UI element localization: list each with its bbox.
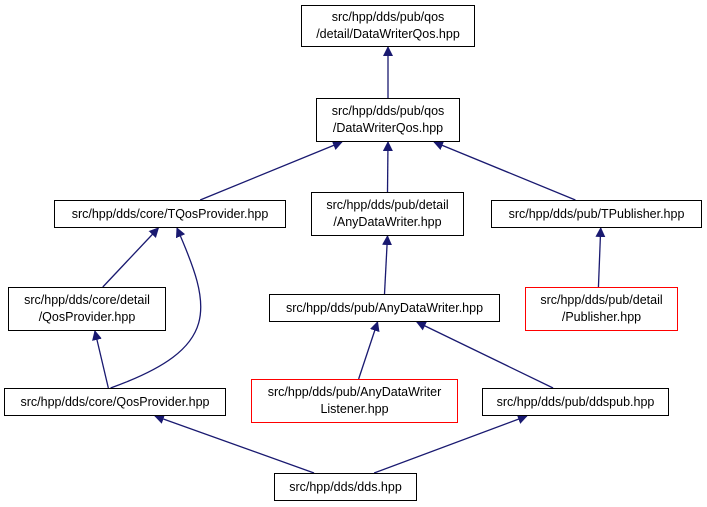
node-label-line: src/hpp/dds/core/TQosProvider.hpp [71,206,269,221]
edge-core_detail_qosprovider-to-core_tqosprovider [102,227,160,288]
node-label-line: src/hpp/dds/pub/qos [331,104,445,118]
node-core-qosprovider[interactable]: src/hpp/dds/core/QosProvider.hpp [4,388,226,416]
node-label-line: src/hpp/dds/dds.hpp [289,479,402,494]
node-pub-detail-publisher[interactable]: src/hpp/dds/pub/detail /Publisher.hpp [525,287,678,331]
node-label-line: src/hpp/dds/pub/qos [331,10,445,24]
node-label-line: src/hpp/dds/pub/TPublisher.hpp [508,206,685,221]
edge-dds-to-pub_ddspub [373,414,528,474]
node-label-line: src/hpp/dds/core/QosProvider.hpp [20,394,210,409]
edge-pub_detail_publisher-to-pub_tpublisher [595,227,606,288]
node-detail-datawriterqos[interactable]: src/hpp/dds/pub/qos /detail/DataWriterQo… [301,5,475,47]
node-label-line: src/hpp/dds/pub/ddspub.hpp [496,394,655,409]
node-label-line: /QosProvider.hpp [38,310,136,324]
node-dds[interactable]: src/hpp/dds/dds.hpp [274,473,417,501]
edge-core_qosprovider-to-core_detail_qosprovider [92,330,109,389]
node-label-line: src/hpp/dds/pub/detail [326,198,449,212]
edge-core_qosprovider-to-core_tqosprovider [110,227,202,389]
node-label-line: src/hpp/dds/core/detail [24,293,150,307]
node-pub-tpublisher[interactable]: src/hpp/dds/pub/TPublisher.hpp [491,200,702,228]
node-pub-ddspub[interactable]: src/hpp/dds/pub/ddspub.hpp [482,388,669,416]
node-pub-qos-datawriterqos[interactable]: src/hpp/dds/pub/qos /DataWriterQos.hpp [316,98,460,142]
edge-pub_anydatawriterlistener-to-pub_anydatawriter [358,321,380,380]
node-pub-anydatawriterlistener[interactable]: src/hpp/dds/pub/AnyDataWriter Listener.h… [251,379,458,423]
node-label-line: src/hpp/dds/pub/AnyDataWriter.hpp [285,300,484,315]
edge-pub_detail_anydatawriter-to-pub_qos_datawriterqos [382,141,393,193]
node-label-line: Listener.hpp [320,402,389,416]
node-label-line: /AnyDataWriter.hpp [333,215,442,229]
edge-dds-to-core_qosprovider [154,414,315,474]
edge-pub_anydatawriter-to-pub_detail_anydatawriter [382,235,393,295]
node-core-detail-qosprovider[interactable]: src/hpp/dds/core/detail /QosProvider.hpp [8,287,166,331]
node-label-line: src/hpp/dds/pub/AnyDataWriter [267,385,442,399]
node-core-tqosprovider[interactable]: src/hpp/dds/core/TQosProvider.hpp [54,200,286,228]
edge-core_tqosprovider-to-pub_qos_datawriterqos [199,140,343,201]
node-pub-detail-anydatawriter[interactable]: src/hpp/dds/pub/detail /AnyDataWriter.hp… [311,192,464,236]
edge-pub_tpublisher-to-pub_qos_datawriterqos [433,140,576,201]
edge-pub_ddspub-to-pub_anydatawriter [415,321,554,389]
node-label-line: /DataWriterQos.hpp [332,121,444,135]
node-label-line: src/hpp/dds/pub/detail [540,293,663,307]
node-label-line: /Publisher.hpp [561,310,642,324]
node-label-line: /detail/DataWriterQos.hpp [316,27,460,41]
node-pub-anydatawriter[interactable]: src/hpp/dds/pub/AnyDataWriter.hpp [269,294,500,322]
